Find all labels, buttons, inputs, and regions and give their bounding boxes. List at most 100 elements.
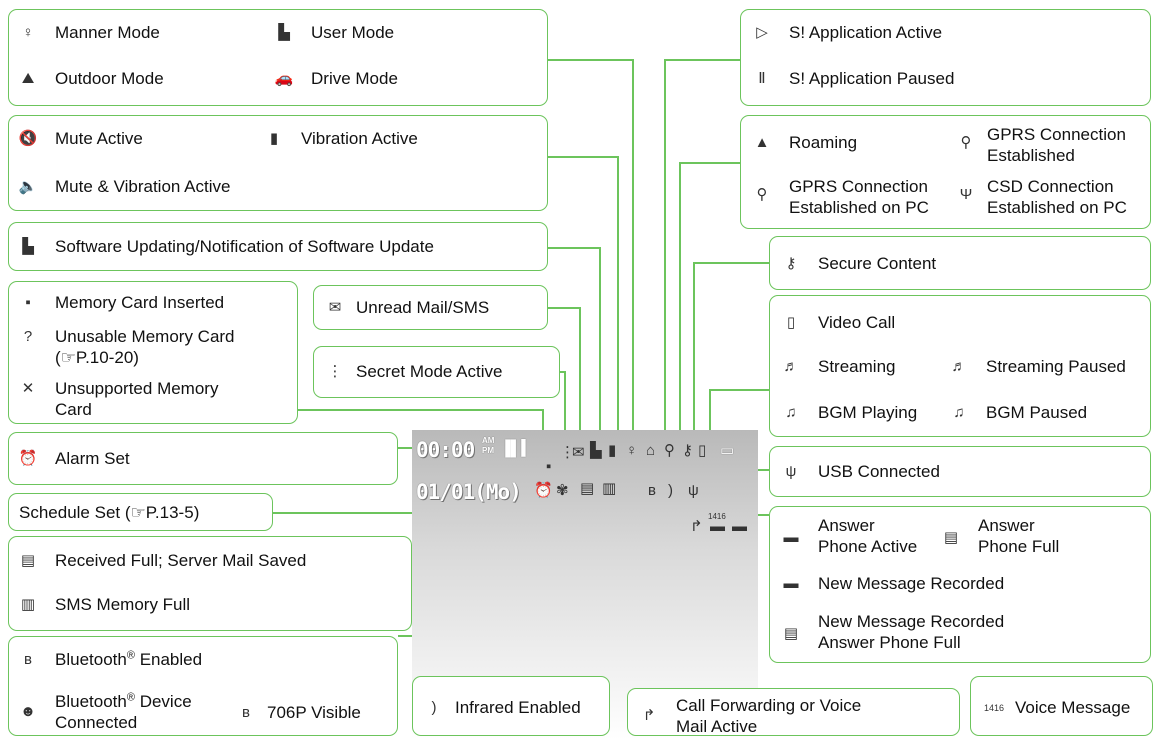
new-message-icon: ▬ bbox=[783, 575, 799, 592]
screen-video-icon: ▯ bbox=[698, 442, 707, 459]
screen-manner-icon: ♀ bbox=[626, 442, 638, 459]
video-call-icon: ▯ bbox=[786, 314, 796, 331]
pointing-icon: ☞ bbox=[130, 503, 146, 522]
infrared-label: Infrared Enabled bbox=[455, 698, 581, 717]
secret-icon: ⋮ bbox=[327, 363, 343, 380]
screen-voicemsg-icon: ▬ bbox=[710, 518, 725, 535]
screen-vibration-icon: ▮ bbox=[608, 442, 617, 459]
unread-box: ✉ Unread Mail/SMS bbox=[313, 285, 548, 330]
line-roaming bbox=[679, 162, 740, 442]
bluetooth-enabled-label: Bluetooth® Enabled bbox=[55, 649, 203, 669]
new-message-label: New Message Recorded bbox=[818, 574, 1005, 593]
app-paused-icon: Ⅱ bbox=[758, 70, 766, 87]
vibration-label: Vibration Active bbox=[301, 129, 418, 148]
software-box: ▙ Software Updating/Notification of Softw… bbox=[8, 222, 548, 271]
usb-label: USB Connected bbox=[818, 462, 940, 481]
csd-pc-icon: Ψ bbox=[959, 186, 973, 203]
line-app bbox=[664, 59, 740, 442]
mailfull-box: ▤Received Full; Server Mail Saved ▥SMS M… bbox=[8, 536, 412, 631]
drive-mode-label: Drive Mode bbox=[311, 69, 398, 88]
unusable-card-icon: ? bbox=[23, 328, 33, 345]
mute-box: 🔇Mute Active ▮Vibration Active 🔈Mute & V… bbox=[8, 115, 548, 211]
software-update-icon: ▙ bbox=[22, 238, 34, 255]
secure-icon: ⚷ bbox=[785, 255, 797, 272]
schedule-ref: P.13-5 bbox=[145, 503, 194, 522]
gprs-pc-icon: ⚲ bbox=[756, 186, 768, 203]
schedule-label: Schedule Set bbox=[19, 503, 121, 522]
vibration-icon: ▮ bbox=[269, 130, 279, 147]
screen-app-icon: ⌂ bbox=[646, 442, 656, 459]
answer-active-label: Answer Phone Active bbox=[818, 516, 918, 556]
screen-answer-icon: ▬ bbox=[732, 518, 747, 535]
screen-usb-icon: ψ bbox=[688, 482, 699, 499]
sms-full-icon: ▥ bbox=[20, 596, 36, 613]
line-software bbox=[548, 247, 601, 442]
modes-box: ♀Manner Mode ▙User Mode ⛰Outdoor Mode 🚗D… bbox=[8, 9, 548, 106]
mute-icon: 🔇 bbox=[18, 130, 38, 147]
bgm-label: BGM Playing bbox=[818, 403, 918, 422]
secure-label: Secure Content bbox=[818, 254, 937, 273]
screen-infrared-icon: ) bbox=[668, 482, 673, 499]
usb-box: ψ USB Connected bbox=[769, 446, 1151, 497]
media-box: ▯ Video Call ♬ Streaming ♬ Streaming Paused… bbox=[769, 295, 1151, 437]
voice-message-icon: 1416 bbox=[983, 702, 1005, 713]
video-call-label: Video Call bbox=[818, 313, 896, 332]
mail-icon: ✉ bbox=[328, 299, 342, 316]
received-full-label: Received Full; Server Mail Saved bbox=[55, 551, 307, 570]
screen-received-full-icon: ▤ bbox=[580, 480, 595, 497]
screen-gprs-icon: ⚲ bbox=[664, 442, 675, 459]
app-active-icon: ▷ bbox=[756, 24, 768, 41]
roaming-box: ▲Roaming ⚲GPRS Connection Established ⚲G… bbox=[740, 115, 1151, 229]
bgm-icon: ♫ bbox=[785, 404, 797, 421]
usb-icon: ψ bbox=[785, 463, 797, 480]
manner-mode-label: Manner Mode bbox=[55, 23, 160, 42]
memory-inserted-label: Memory Card Inserted bbox=[55, 293, 225, 312]
mute-label: Mute Active bbox=[55, 129, 143, 148]
screen-mail-icon: ✉ bbox=[572, 444, 585, 461]
unread-mail-label: Unread Mail/SMS bbox=[356, 298, 490, 317]
callfwd-box: ↱Call Forwarding or Voice Mail Active bbox=[627, 688, 960, 736]
streaming-paused-label: Streaming Paused bbox=[986, 357, 1126, 376]
manner-icon: ♀ bbox=[22, 24, 34, 41]
csd-pc-label: CSD Connection Established on PC bbox=[987, 177, 1127, 217]
streaming-label: Streaming bbox=[818, 357, 896, 376]
bgm-paused-icon: ♫ bbox=[953, 404, 965, 421]
unsupported-card-label: Unsupported Memory Card bbox=[55, 379, 219, 419]
screen-time: 00:00 bbox=[416, 438, 475, 462]
software-update-label: Software Updating/Notification of Softwa… bbox=[55, 237, 434, 256]
streaming-icon: ♬ bbox=[783, 358, 799, 375]
screen-date: 01/01(Mo) bbox=[416, 480, 522, 504]
screen-secret-icon: ⋮ bbox=[560, 444, 575, 461]
screen-callfwd-icon: ↱ bbox=[690, 518, 703, 535]
unusable-card-ref: P.10-20 bbox=[75, 348, 134, 367]
battery-icon: ▭ bbox=[720, 442, 735, 459]
line-secure bbox=[693, 262, 769, 442]
streaming-paused-icon: ♬ bbox=[951, 358, 967, 375]
bluetooth-icon: ʙ bbox=[24, 651, 32, 668]
line-mute bbox=[548, 156, 619, 442]
screen-sms-full-icon: ▥ bbox=[602, 480, 617, 497]
screen-schedule-icon: ✾ bbox=[556, 482, 569, 499]
mute-vibration-label: Mute & Vibration Active bbox=[55, 177, 231, 196]
unsupported-card-icon: ✕ bbox=[21, 380, 35, 397]
bgm-paused-label: BGM Paused bbox=[986, 403, 1088, 422]
roaming-label: Roaming bbox=[789, 133, 858, 152]
screen-voicemsg-count: 1416 bbox=[708, 512, 726, 521]
gprs-icon: ⚲ bbox=[960, 134, 972, 151]
alarm-icon: ⏰ bbox=[18, 450, 38, 467]
infrared-box: )Infrared Enabled bbox=[412, 676, 610, 736]
app-paused-label: S! Application Paused bbox=[789, 69, 955, 88]
alarm-box: ⏰Alarm Set bbox=[8, 432, 398, 485]
new-message-full-label: New Message Recorded Answer Phone Full bbox=[818, 612, 1005, 652]
schedule-box: Schedule Set (☞P.13-5) bbox=[8, 493, 273, 531]
answer-active-icon: ▬ bbox=[783, 529, 799, 546]
screen-secure-icon: ⚷ bbox=[682, 442, 693, 459]
unusable-card-label: Unusable Memory Card bbox=[55, 327, 235, 346]
screen-software-icon: ▙ bbox=[590, 442, 602, 459]
bluetooth-device-icon: ☻ bbox=[20, 703, 36, 720]
call-forward-icon: ↱ bbox=[642, 707, 656, 724]
